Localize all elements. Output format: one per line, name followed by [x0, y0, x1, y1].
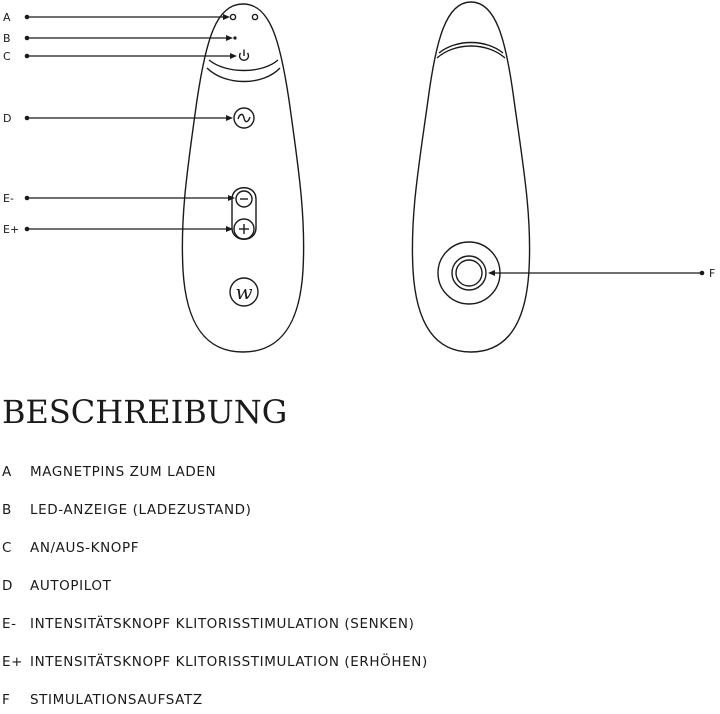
magnet-pin-right	[251, 13, 259, 21]
device-back-view	[411, 1, 531, 353]
device-diagram: w	[3, 1, 715, 353]
callout-line-a	[24, 14, 230, 20]
callout-label-e-minus: E-	[3, 192, 14, 205]
front-band-arc-inner	[208, 59, 279, 72]
legend-code: E+	[2, 654, 24, 670]
legend-item: B LED-ANZEIGE (LADEZUSTAND)	[0, 502, 252, 524]
legend-text: MAGNETPINS ZUM LADEN	[30, 464, 217, 480]
callout-line-e-minus	[24, 195, 235, 201]
legend-item: C AN/AUS-KNOPF	[0, 540, 139, 562]
magnet-pin-left	[229, 13, 237, 21]
intensity-pill	[231, 187, 257, 240]
callout-label-d: D	[3, 112, 11, 125]
device-back-outline	[411, 1, 531, 353]
power-icon	[238, 49, 250, 62]
description-title: BESCHREIBUNG	[2, 393, 288, 431]
brand-logo-text: w	[235, 280, 252, 304]
legend-code: F	[2, 692, 11, 708]
front-band-arc	[206, 67, 281, 83]
legend-code: B	[2, 502, 12, 518]
back-band-arc	[436, 45, 506, 59]
callout-label-f: F	[709, 267, 715, 280]
legend-text: AN/AUS-KNOPF	[30, 540, 140, 556]
legend-code: E-	[2, 616, 17, 632]
brand-logo: w	[229, 277, 259, 307]
callout-line-b	[24, 35, 233, 41]
legend-text: STIMULATIONSAUFSATZ	[30, 692, 203, 708]
legend-item: E- INTENSITÄTSKNOPF KLITORISSTIMULATION (…	[0, 616, 414, 638]
device-front-outline	[181, 3, 305, 353]
legend-item: E+ INTENSITÄTSKNOPF KLITORISSTIMULATION (…	[0, 654, 428, 676]
legend-text: INTENSITÄTSKNOPF KLITORISSTIMULATION (SE…	[30, 616, 415, 632]
callout-label-e-plus: E+	[3, 223, 19, 236]
callout-line-d	[24, 115, 233, 121]
device-front-view: w	[181, 3, 305, 353]
legend-text: INTENSITÄTSKNOPF KLITORISSTIMULATION (ER…	[30, 654, 428, 670]
callout-line-e-plus	[24, 226, 233, 232]
led-indicator	[233, 36, 237, 40]
legend-code: D	[2, 578, 13, 594]
legend-item: F STIMULATIONSAUFSATZ	[0, 692, 203, 714]
callout-line-c	[24, 53, 237, 59]
legend-code: A	[2, 464, 12, 480]
callout-label-c: C	[3, 50, 11, 63]
legend-text: AUTOPILOT	[30, 578, 112, 594]
callout-label-a: A	[3, 11, 11, 24]
plus-button	[233, 218, 255, 240]
back-band-arc-inner	[438, 41, 504, 54]
callout-label-b: B	[3, 32, 11, 45]
minus-button	[235, 190, 253, 208]
callout-line-f	[488, 270, 705, 276]
legend-code: C	[2, 540, 13, 556]
autopilot-button	[233, 107, 255, 129]
callout-lines	[24, 14, 705, 276]
legend-item: A MAGNETPINS ZUM LADEN	[0, 464, 216, 486]
legend-text: LED-ANZEIGE (LADEZUSTAND)	[30, 502, 252, 518]
legend-item: D AUTOPILOT	[0, 578, 111, 600]
